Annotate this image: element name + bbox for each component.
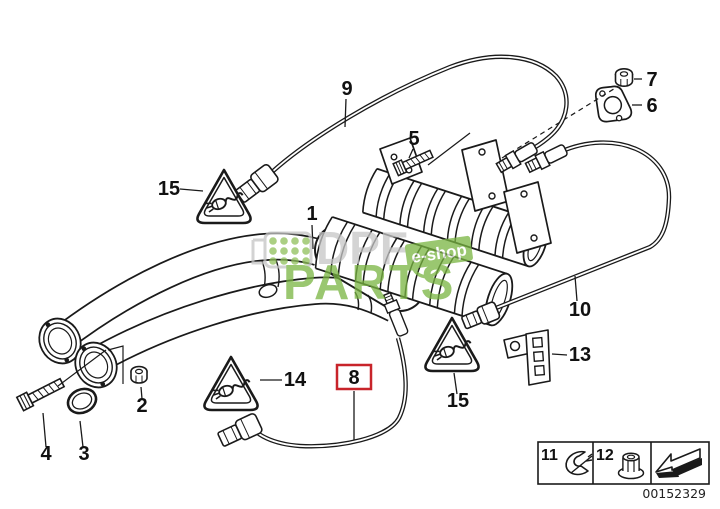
converter-outlet-flanges bbox=[461, 139, 552, 254]
callout-15b[interactable]: 15 bbox=[447, 390, 469, 412]
oxygen-sensor-9-body bbox=[495, 142, 538, 174]
bracket-13 bbox=[503, 329, 551, 386]
callout-9[interactable]: 9 bbox=[341, 78, 352, 100]
watermark-bracket bbox=[251, 238, 264, 265]
callout-6[interactable]: 6 bbox=[646, 95, 657, 117]
gasket-ring-3 bbox=[66, 387, 98, 415]
pipe-flange-left bbox=[38, 317, 82, 365]
legend-label-11: 11 bbox=[541, 447, 558, 464]
legend-cell-11[interactable]: 11 bbox=[541, 447, 593, 476]
flange-nut-icon bbox=[617, 452, 645, 480]
legend-box: 11 12 bbox=[537, 441, 710, 485]
oxygen-sensor-cable-10 bbox=[495, 140, 672, 311]
callout-leaders bbox=[42, 78, 642, 448]
dpf-parts-watermark: DPF PARTS e-shop bbox=[251, 222, 473, 310]
callout-3[interactable]: 3 bbox=[78, 443, 89, 465]
callout-15a[interactable]: 15 bbox=[158, 178, 180, 200]
callout-14[interactable]: 14 bbox=[284, 369, 307, 391]
pipe-flange-right bbox=[74, 341, 118, 389]
bolt-4 bbox=[15, 377, 66, 412]
oxygen-sensor-10-body bbox=[524, 144, 568, 174]
callout-8[interactable]: 8 bbox=[348, 367, 359, 389]
oxygen-sensor-cable-8 bbox=[249, 337, 408, 449]
nut-2 bbox=[130, 365, 148, 384]
oxygen-sensor-cable-9 bbox=[270, 54, 569, 174]
nut-7 bbox=[614, 68, 634, 87]
watermark-line1: DPF bbox=[316, 222, 408, 274]
connector-plug-cable-10 bbox=[461, 301, 501, 330]
legend-cell-12[interactable]: 12 bbox=[596, 447, 645, 480]
callout-5[interactable]: 5 bbox=[408, 128, 419, 150]
connector-plug-cable-9 bbox=[235, 163, 279, 203]
callout-7[interactable]: 7 bbox=[646, 69, 657, 91]
plug-cable-warning-icon bbox=[203, 355, 259, 412]
continue-arrow-icon[interactable] bbox=[655, 448, 702, 478]
callout-2[interactable]: 2 bbox=[136, 395, 147, 417]
cable-clamp-icon bbox=[565, 450, 593, 476]
highlighted-callout-8[interactable]: 8 bbox=[335, 363, 373, 391]
legend-label-12: 12 bbox=[596, 447, 614, 464]
diagram-part-number: 00152329 bbox=[642, 486, 706, 501]
connector-plug-cable-8 bbox=[217, 413, 263, 447]
bolt-5 bbox=[392, 149, 434, 177]
callout-1[interactable]: 1 bbox=[306, 203, 317, 225]
callout-10[interactable]: 10 bbox=[569, 299, 591, 321]
gasket-6 bbox=[594, 85, 633, 123]
oxygen-sensor-8-probe bbox=[382, 291, 409, 337]
callout-4[interactable]: 4 bbox=[40, 443, 52, 465]
dpf-filter-dots-icon bbox=[263, 231, 313, 269]
watermark-eshop-badge: e-shop bbox=[404, 235, 473, 270]
callout-13[interactable]: 13 bbox=[569, 344, 591, 366]
